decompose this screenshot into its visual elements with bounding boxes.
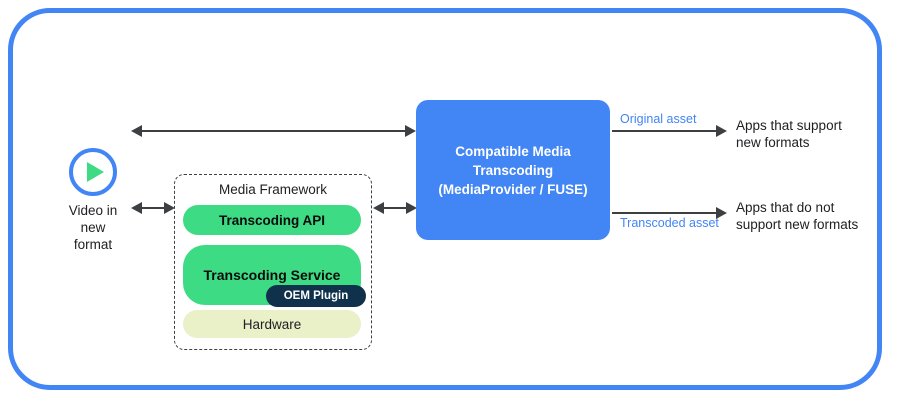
arrow-framework-core-head-right — [406, 201, 417, 214]
media-framework-box — [174, 174, 372, 350]
arrow-video-framework-head-right — [164, 201, 175, 214]
hardware-label: Hardware — [242, 316, 302, 332]
arrow-framework-core-line — [384, 207, 406, 210]
media-framework-title: Media Framework — [218, 182, 328, 197]
apps-not-supporting-line2: support new formats — [736, 217, 859, 232]
arrow-original-asset-head — [716, 124, 727, 137]
apps-not-supporting-label: Apps that do not support new formats — [736, 199, 858, 233]
original-asset-label: Original asset — [620, 112, 697, 126]
play-triangle-icon — [86, 162, 104, 182]
cmt-line-3: (MediaProvider / FUSE) — [438, 181, 588, 197]
arrow-transcoded-asset-line — [612, 212, 716, 215]
apps-not-supporting-line1: Apps that do not — [736, 200, 835, 215]
video-source-label-line2: new — [80, 220, 106, 235]
video-source-label-line3: format — [73, 237, 113, 252]
arrow-video-framework-head-left — [131, 201, 142, 214]
video-source-label: Video in new format — [43, 202, 143, 253]
apps-supporting-line1: Apps that support — [736, 118, 842, 133]
video-source-label-line1: Video in — [68, 203, 118, 218]
apps-supporting-line2: new formats — [736, 135, 810, 150]
apps-supporting-label: Apps that support new formats — [736, 117, 842, 151]
arrow-source-core-line — [142, 130, 414, 133]
compatible-media-transcoding-text: Compatible Media Transcoding (MediaProvi… — [438, 142, 587, 199]
oem-plugin-badge[interactable]: OEM Plugin — [266, 285, 366, 307]
arrow-original-asset-line — [612, 130, 716, 133]
diagram-outer-frame — [8, 8, 882, 390]
oem-plugin-label: OEM Plugin — [283, 290, 349, 302]
transcoding-api-label: Transcoding API — [218, 212, 326, 228]
transcoding-service-label: Transcoding Service — [203, 267, 341, 283]
compatible-media-transcoding-box[interactable]: Compatible Media Transcoding (MediaProvi… — [416, 100, 610, 240]
transcoding-api-box[interactable]: Transcoding API — [183, 205, 361, 235]
arrow-source-core-head-left — [131, 124, 142, 137]
cmt-line-1: Compatible Media — [455, 143, 571, 159]
arrow-source-core-head-right — [405, 124, 416, 137]
transcoded-asset-label: Transcoded asset — [620, 216, 719, 230]
arrow-transcoded-asset-head — [716, 206, 727, 219]
arrow-framework-core-head-left — [373, 201, 384, 214]
play-circle-icon — [69, 148, 117, 196]
hardware-box[interactable]: Hardware — [183, 310, 361, 338]
arrow-video-framework-line — [142, 207, 164, 210]
cmt-line-2: Transcoding — [472, 162, 554, 178]
